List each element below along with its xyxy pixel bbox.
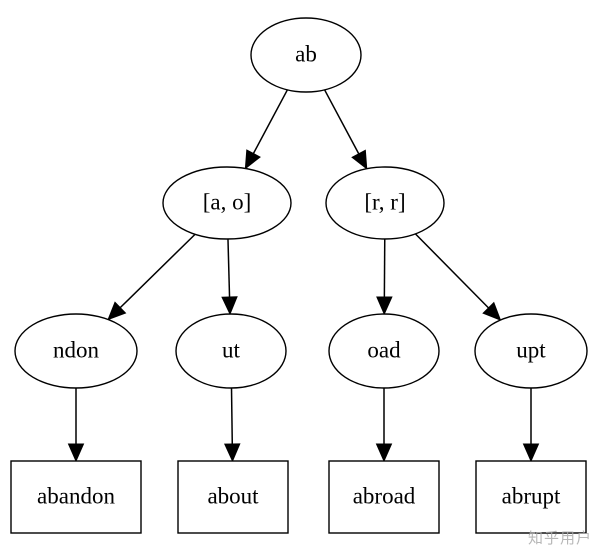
leaf-box <box>177 460 289 534</box>
leaf-box <box>328 460 440 534</box>
node-label: [a, o] <box>203 189 252 214</box>
edge-ao-ndon <box>119 233 196 309</box>
node-ndon: ndon <box>14 313 138 389</box>
node-abroad: abroad <box>328 460 440 534</box>
node-label: abandon <box>37 483 115 508</box>
edges-layer <box>67 89 540 463</box>
node-label: abrupt <box>502 483 561 508</box>
nodes-layer: ab [a, o] [r, r] ndon ut oad upt abandon about ab… <box>10 17 588 534</box>
node-ao: [a, o] <box>162 166 292 240</box>
edge-ao-ut <box>227 238 231 298</box>
leaf-box <box>475 460 587 534</box>
node-ellipse <box>474 313 588 389</box>
node-label: [r, r] <box>364 189 405 214</box>
node-ab: ab <box>250 17 362 93</box>
node-label: ut <box>222 337 241 362</box>
node-ellipse <box>162 166 292 240</box>
arrowhead-ab-rr <box>351 149 368 170</box>
node-oad: oad <box>328 313 440 389</box>
node-about: about <box>177 460 289 534</box>
watermark-text: 知乎用户 <box>527 529 592 547</box>
node-rr: [r, r] <box>325 166 445 240</box>
edge-ut-about <box>230 387 234 445</box>
node-label: about <box>207 483 259 508</box>
node-ellipse <box>250 17 362 93</box>
arrowhead-ndon-abandon <box>67 443 85 463</box>
node-label: oad <box>367 337 401 362</box>
node-abrupt: abrupt <box>475 460 587 534</box>
node-abandon: abandon <box>10 460 142 534</box>
arrowhead-ao-ndon <box>107 301 127 321</box>
arrowhead-ut-about <box>224 443 241 463</box>
arrowhead-upt-abrupt <box>522 443 540 463</box>
node-ellipse <box>175 313 287 389</box>
edge-rr-upt <box>414 233 490 309</box>
node-label: abroad <box>353 483 416 508</box>
leaf-box <box>10 460 142 534</box>
node-ellipse <box>14 313 138 389</box>
node-ut: ut <box>175 313 287 389</box>
edge-ab-ao <box>252 89 289 154</box>
arrowhead-rr-upt <box>482 301 502 321</box>
node-label: upt <box>516 337 546 362</box>
arrowhead-ao-ut <box>221 296 238 316</box>
arrowhead-ab-ao <box>244 149 261 170</box>
edge-ab-rr <box>323 89 360 155</box>
node-label: ndon <box>53 337 100 362</box>
node-ellipse <box>328 313 440 389</box>
arrowhead-rr-oad <box>376 296 393 316</box>
node-upt: upt <box>474 313 588 389</box>
arrowhead-oad-abroad <box>375 443 393 463</box>
node-label: ab <box>295 41 317 66</box>
node-ellipse <box>325 166 445 240</box>
